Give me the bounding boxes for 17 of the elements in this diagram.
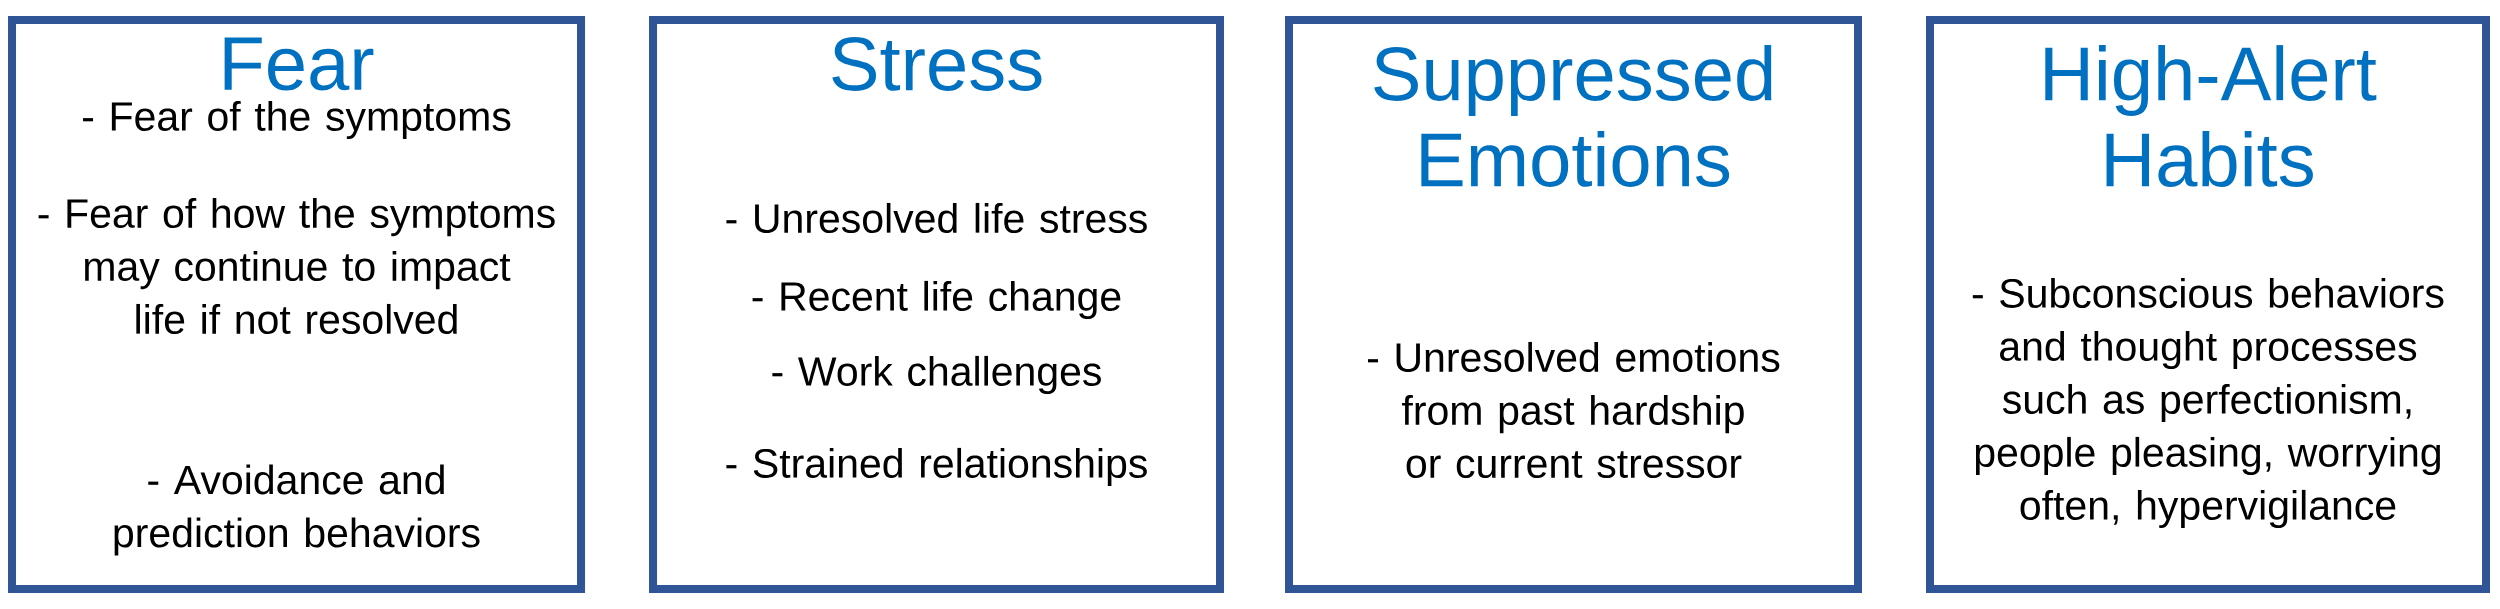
category-box: [1285, 16, 1862, 593]
category-box: [1926, 16, 2490, 593]
list-item: - Work challenges: [772, 355, 1101, 395]
list-item: - Avoidance and prediction behaviors: [114, 464, 480, 556]
list-item: - Fear of how the symptoms may continue to impact life if not resolved: [38, 197, 555, 335]
list-item: - Unresolved emotions from past hardship or current stressor: [1367, 341, 1780, 479]
heading: Fear: [224, 37, 374, 91]
list-item: - Unresolved life stress: [726, 202, 1147, 234]
list-item: - Subconscious behaviors and thought processes such as perfectionism, people pleasing, worrying often, hypervigilance: [1972, 277, 2444, 529]
heading: Stress: [832, 37, 1042, 91]
list-item: - Fear of the symptoms: [83, 100, 511, 140]
heading: Suppressed Emotions: [1374, 45, 1772, 187]
category-box: [649, 16, 1224, 593]
list-item: - Strained relationships: [726, 447, 1147, 487]
category-box: [8, 16, 585, 593]
heading: High-Alert Habits: [2045, 45, 2377, 187]
list-item: - Recent life change: [752, 280, 1121, 320]
